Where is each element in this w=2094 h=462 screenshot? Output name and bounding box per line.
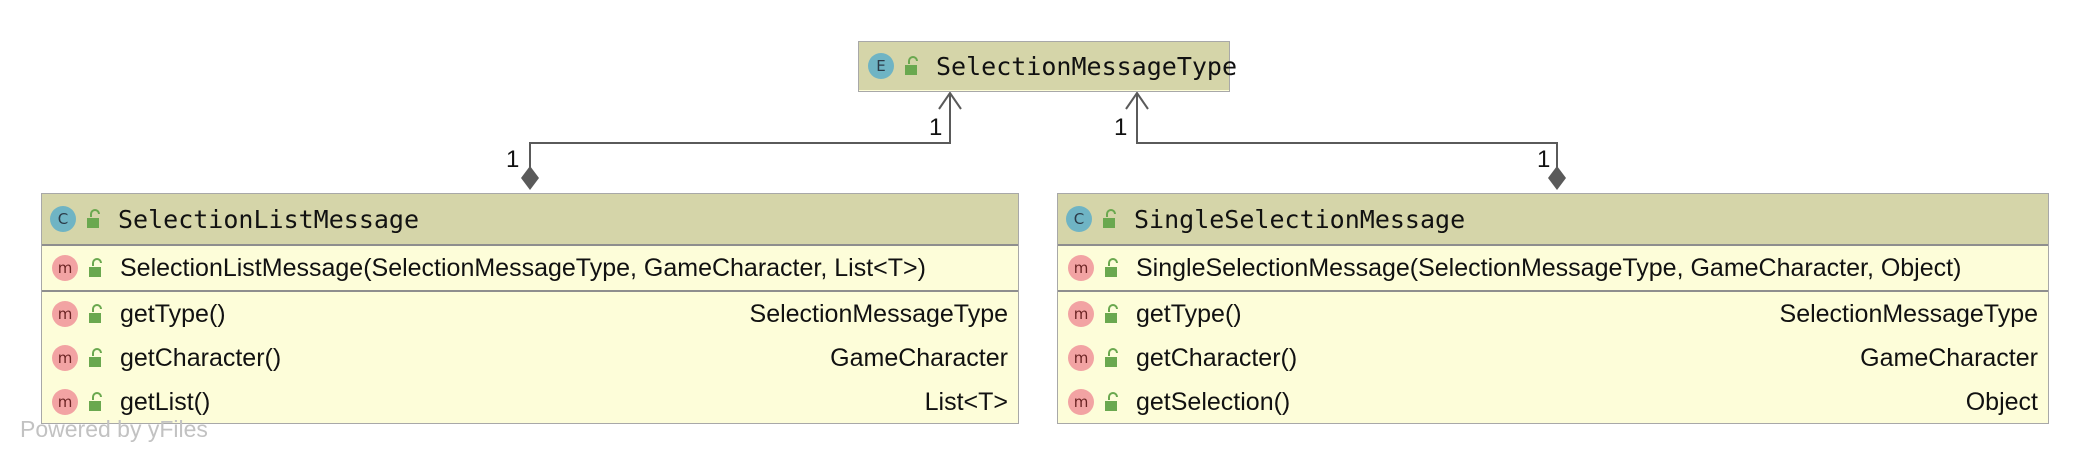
divider <box>1058 290 2048 292</box>
return-type: GameCharacter <box>830 343 1008 372</box>
method-icon: m <box>52 255 78 281</box>
multiplicity-left-target: 1 <box>929 114 943 141</box>
method-icon: m <box>52 389 78 415</box>
method-icon: m <box>52 345 78 371</box>
method-icon: m <box>1068 345 1094 371</box>
node-header: C SelectionListMessage <box>42 194 1018 246</box>
open-arrowhead-icon <box>1125 91 1149 110</box>
node-header: E SelectionMessageType <box>859 42 1237 90</box>
return-type: SelectionMessageType <box>1779 299 2038 328</box>
class-icon: C <box>1066 206 1092 232</box>
method-row[interactable]: m getList() List<T> <box>42 380 1018 424</box>
method-name: getType() <box>1136 299 1242 328</box>
class-name: SingleSelectionMessage <box>1134 204 1466 234</box>
multiplicity-right-target: 1 <box>1114 114 1128 141</box>
unlocked-padlock-icon <box>1105 304 1118 323</box>
return-type: GameCharacter <box>1860 343 2038 372</box>
unlocked-padlock-icon <box>1105 392 1118 411</box>
unlocked-padlock-icon <box>1105 258 1118 277</box>
return-type: Object <box>1965 387 2038 416</box>
class-node-single-selection-message[interactable]: C SingleSelectionMessage m SingleSelecti… <box>1057 193 2049 424</box>
unlocked-padlock-icon <box>89 304 102 323</box>
method-icon: m <box>1068 301 1094 327</box>
method-icon: m <box>1068 255 1094 281</box>
method-row[interactable]: m getType() SelectionMessageType <box>1058 292 2048 336</box>
unlocked-padlock-icon <box>87 209 100 228</box>
unlocked-padlock-icon <box>89 392 102 411</box>
enum-icon: E <box>868 53 894 79</box>
method-row[interactable]: m getCharacter() GameCharacter <box>42 336 1018 380</box>
method-row[interactable]: m getType() SelectionMessageType <box>42 292 1018 336</box>
method-icon: m <box>1068 389 1094 415</box>
edge-left <box>521 91 962 190</box>
open-arrowhead-icon <box>938 91 962 110</box>
method-name: getList() <box>120 387 211 416</box>
edge-right <box>1125 91 1566 190</box>
enum-node-selection-message-type[interactable]: E SelectionMessageType <box>858 41 1237 92</box>
constructor-signature: SelectionListMessage(SelectionMessageTyp… <box>120 253 926 282</box>
method-icon: m <box>52 301 78 327</box>
unlocked-padlock-icon <box>1103 209 1116 228</box>
method-row[interactable]: m getCharacter() GameCharacter <box>1058 336 2048 380</box>
return-type: SelectionMessageType <box>749 299 1008 328</box>
node-header: C SingleSelectionMessage <box>1058 194 2048 246</box>
unlocked-padlock-icon <box>1105 348 1118 367</box>
unlocked-padlock-icon <box>905 56 918 75</box>
method-name: getCharacter() <box>120 343 282 372</box>
divider <box>42 290 1018 292</box>
method-name: getType() <box>120 299 226 328</box>
multiplicity-right-source: 1 <box>1537 146 1551 173</box>
method-name: getSelection() <box>1136 387 1291 416</box>
class-icon: C <box>50 206 76 232</box>
composition-diamond-icon <box>521 166 539 190</box>
multiplicity-left-source: 1 <box>506 146 520 173</box>
constructor-row[interactable]: m SingleSelectionMessage(SelectionMessag… <box>1058 246 2048 290</box>
method-name: getCharacter() <box>1136 343 1298 372</box>
composition-diamond-icon <box>1548 166 1566 190</box>
constructor-row[interactable]: m SelectionListMessage(SelectionMessageT… <box>42 246 1018 290</box>
watermark: Powered by yFiles <box>20 416 208 442</box>
constructor-signature: SingleSelectionMessage(SelectionMessageT… <box>1136 253 1962 282</box>
return-type: List<T> <box>924 387 1008 416</box>
enum-name: SelectionMessageType <box>936 51 1238 81</box>
method-row[interactable]: m getSelection() Object <box>1058 380 2048 424</box>
class-node-selection-list-message[interactable]: C SelectionListMessage m SelectionListMe… <box>41 193 1019 424</box>
class-name: SelectionListMessage <box>118 204 420 234</box>
unlocked-padlock-icon <box>89 258 102 277</box>
unlocked-padlock-icon <box>89 348 102 367</box>
